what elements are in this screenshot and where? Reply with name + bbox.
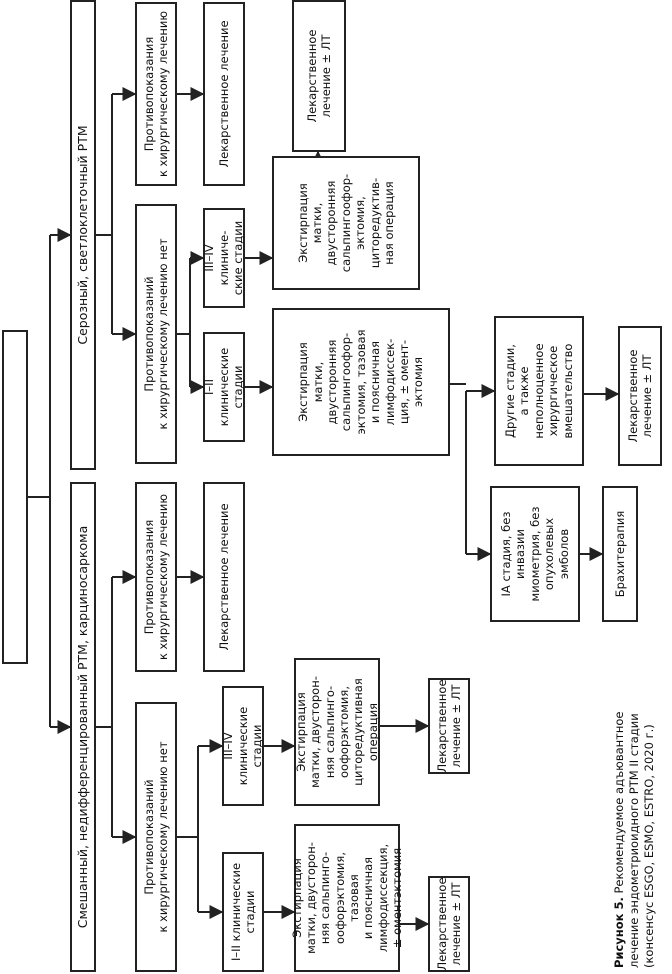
left-stage-1-2: I–II клинические стадии bbox=[222, 852, 264, 972]
branch-mixed-carcinosarcoma: Смешанный, недифференцированный РТМ, кар… bbox=[70, 482, 96, 972]
left-drug12-label: Лекарственное лечение ± ЛТ bbox=[434, 877, 463, 971]
right-contra-drug-therapy: Лекарственное лечение bbox=[203, 2, 245, 186]
right-brachytherapy: Брахитерапия bbox=[602, 486, 638, 622]
left-contraindications: Противопоказания к хирургическому лечени… bbox=[135, 482, 177, 672]
right-contra-drug-label: Лекарственное лечение bbox=[216, 20, 231, 168]
right-no-contra-label: Противопоказаний к хирургическому лечени… bbox=[141, 238, 170, 430]
right-contra-label: Противопоказания к хирургическому лечени… bbox=[141, 10, 170, 178]
left-stage-3-4: III–IV клинические стадии bbox=[221, 686, 265, 806]
left-drug34-label: Лекарственное лечение ± ЛТ bbox=[434, 679, 463, 773]
right-stage-3-4: III–IV клиниче- ские стадии bbox=[202, 208, 246, 308]
right-ia-stage: IA стадия, без инвазии миометрия, без оп… bbox=[490, 486, 580, 622]
right-brachy-label: Брахитерапия bbox=[612, 510, 627, 598]
right-surgery-stage-1-2: Экстирпация матки, двусторонняя сальпинг… bbox=[272, 308, 450, 456]
right-other-stages-label: Другие стадии, а также неполноценное хир… bbox=[503, 343, 575, 439]
right-stage-1-2: I–II клинические стадии bbox=[202, 332, 246, 442]
right-other-stages: Другие стадии, а также неполноценное хир… bbox=[494, 316, 584, 466]
left-no-contraindications: Противопоказаний к хирургическому лечени… bbox=[135, 702, 177, 972]
right-no-contraindications: Противопоказаний к хирургическому лечени… bbox=[135, 204, 177, 464]
left-drug-stage-1-2: Лекарственное лечение ± ЛТ bbox=[428, 876, 470, 972]
right-drug-other-label: Лекарственное лечение ± ЛТ bbox=[625, 349, 654, 443]
right-contraindications: Противопоказания к хирургическому лечени… bbox=[135, 2, 177, 186]
left-surgery-stage-1-2: Экстирпация матки, двусторон- няя сальпи… bbox=[290, 824, 404, 972]
right-surgery34-label: Экстирпация матки, двусторонняя сальпинг… bbox=[295, 173, 396, 273]
left-surgery12-label: Экстирпация матки, двусторон- няя сальпи… bbox=[289, 842, 405, 954]
branch-serous-clear-cell: Серозный, светлоклеточный РТМ bbox=[70, 0, 96, 470]
right-stage12-label: I–II клинические стадии bbox=[202, 347, 246, 427]
branch-serous-label: Серозный, светлоклеточный РТМ bbox=[75, 125, 91, 345]
left-surgery34-label: Экстирпация матки, двусторон- няя сальпи… bbox=[293, 676, 380, 788]
right-surgery12-label: Экстирпация матки, двусторонняя сальпинг… bbox=[296, 329, 426, 435]
left-surgery-stage-3-4: Экстирпация матки, двусторон- няя сальпи… bbox=[294, 658, 380, 806]
left-stage34-label: III–IV клинические стадии bbox=[221, 706, 265, 786]
right-surgery-stage-3-4: Экстирпация матки, двусторонняя сальпинг… bbox=[272, 156, 420, 290]
left-stage12-label: I–II клинические стадии bbox=[228, 862, 257, 962]
figure-caption: Рисунок 5. Рекомендуемое адъювантное леч… bbox=[612, 658, 657, 969]
right-drug-other-stages: Лекарственное лечение ± ЛТ bbox=[618, 326, 662, 466]
root-box bbox=[2, 330, 28, 664]
left-no-contra-label: Противопоказаний к хирургическому лечени… bbox=[141, 741, 170, 933]
right-stage34-label: III–IV клиниче- ские стадии bbox=[202, 220, 246, 296]
left-contra-drug-therapy: Лекарственное лечение bbox=[203, 482, 245, 672]
right-drug-stage-3-4: Лекарственное лечение ± ЛТ bbox=[292, 0, 346, 152]
left-contra-drug-label: Лекарственное лечение bbox=[216, 503, 231, 651]
branch-mixed-label: Смешанный, недифференцированный РТМ, кар… bbox=[75, 525, 91, 929]
caption-label: Рисунок 5. bbox=[612, 897, 626, 968]
right-ia-stage-label: IA стадия, без инвазии миометрия, без оп… bbox=[499, 506, 571, 602]
right-drug34-label: Лекарственное лечение ± ЛТ bbox=[304, 29, 333, 123]
left-drug-stage-3-4: Лекарственное лечение ± ЛТ bbox=[428, 678, 470, 774]
left-contra-label: Противопоказания к хирургическому лечени… bbox=[141, 493, 170, 661]
